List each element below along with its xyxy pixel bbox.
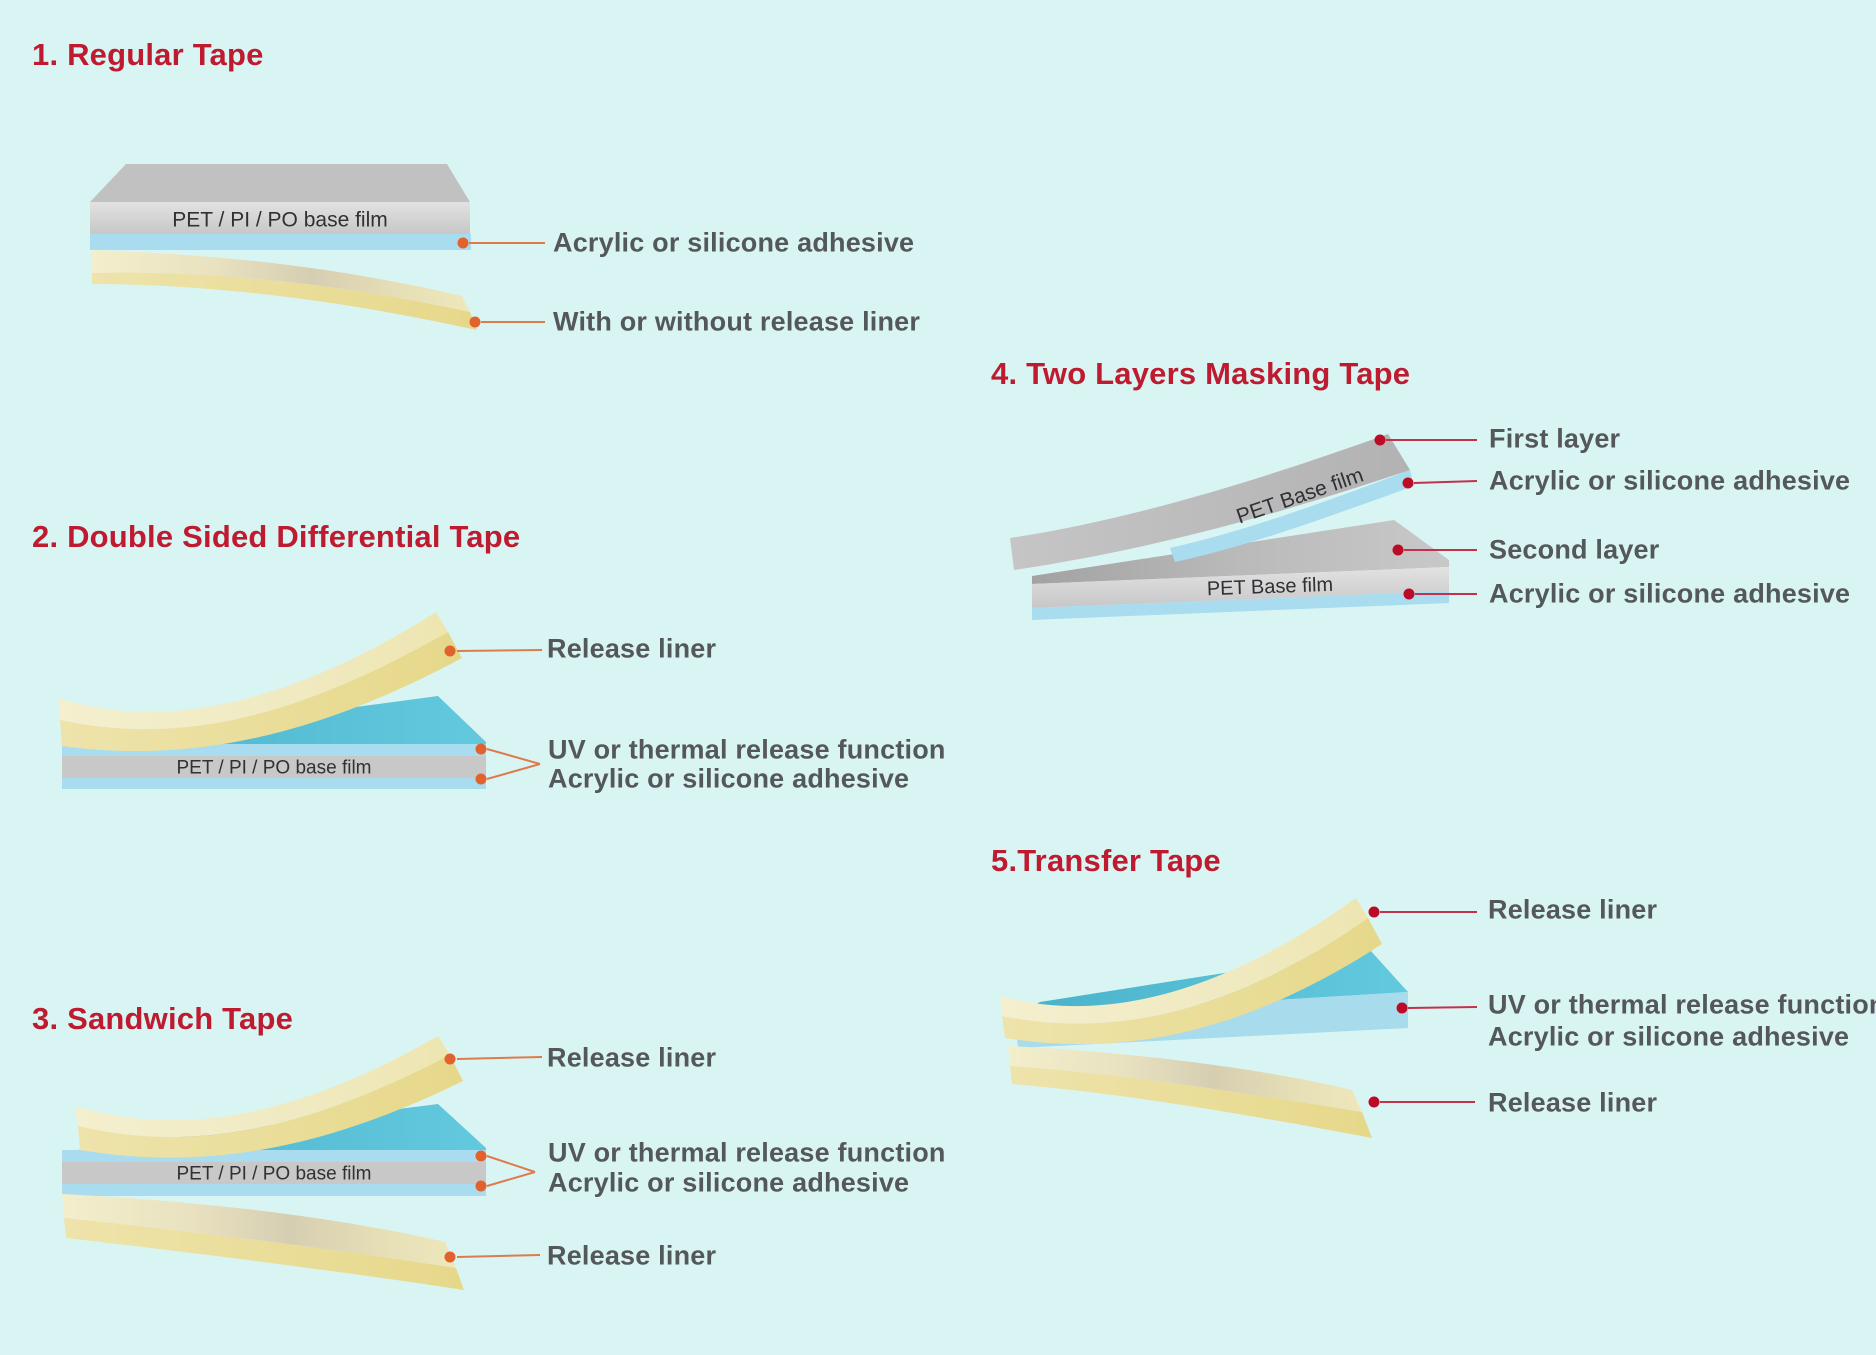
adhesive-strip [62, 778, 486, 789]
base-film-top-face [90, 164, 470, 202]
leader-dot [444, 645, 456, 657]
callout-first-layer: First layer [1489, 423, 1621, 454]
base-film-strip [62, 756, 486, 778]
second-layer-top-face [1032, 520, 1449, 584]
leader-line [486, 1171, 536, 1187]
bottom-release-liner-edge [1010, 1066, 1372, 1138]
diagram-transfer-tape [1000, 898, 1478, 1138]
callout-release-liner: Release liner [1488, 894, 1658, 925]
base-film-front-face [90, 202, 470, 234]
base-film-label: PET / PI / PO base film [177, 1164, 372, 1185]
callout-release-liner: Release liner [547, 1240, 717, 1271]
bottom-release-liner-surface [1008, 1046, 1362, 1112]
second-layer-adhesive [1032, 591, 1449, 620]
leader-dot [475, 743, 487, 755]
leader-dot [469, 316, 481, 328]
second-base-film-label: PET Base film [1206, 574, 1333, 600]
leader-line [1413, 480, 1478, 484]
base-film-strip [62, 1162, 486, 1184]
top-release-liner-edge [1002, 918, 1382, 1045]
leader-dot [1368, 906, 1380, 918]
leader-line [486, 748, 541, 765]
callout-adhesive: Acrylic or silicone adhesive [553, 227, 915, 258]
first-layer-film [1010, 434, 1410, 570]
second-layer-front-face [1032, 567, 1449, 608]
leader-dot [457, 237, 469, 249]
leader-dot [1402, 477, 1414, 489]
callout-adhesive: Acrylic or silicone adhesive [1489, 578, 1851, 609]
callout-release-liner: Release liner [1488, 1087, 1658, 1118]
callout-adhesive: Acrylic or silicone adhesive [548, 1167, 910, 1198]
callout-adhesive: Acrylic or silicone adhesive [1488, 1021, 1850, 1052]
callout-adhesive: Acrylic or silicone adhesive [548, 763, 910, 794]
section-1-title: 1. Regular Tape [32, 37, 264, 72]
leader-dot [444, 1053, 456, 1065]
leader-dot [444, 1251, 456, 1263]
diagram-double-sided-differential-tape: PET / PI / PO base film [58, 612, 543, 789]
callout-second-layer: Second layer [1489, 534, 1660, 565]
section-3-title: 3. Sandwich Tape [32, 1001, 294, 1036]
section-5-title: 5.Transfer Tape [991, 843, 1221, 878]
leader-dot [1403, 588, 1415, 600]
leader-line [456, 649, 543, 652]
release-liner-edge [92, 272, 477, 330]
adhesive-layer [90, 234, 471, 250]
section-4-title: 4. Two Layers Masking Tape [991, 356, 1411, 391]
top-release-liner-surface [75, 1036, 450, 1137]
leader-line [456, 1056, 543, 1060]
leader-line [486, 1155, 536, 1173]
base-film-label: PET / PI / PO base film [177, 758, 372, 779]
section-2-title: 2. Double Sided Differential Tape [32, 519, 521, 554]
top-release-liner-surface [1000, 898, 1368, 1024]
leader-dot [475, 1150, 487, 1162]
leader-line [1407, 1006, 1478, 1009]
callout-uv-release: UV or thermal release function [548, 734, 946, 765]
leader-dot [475, 773, 487, 785]
callout-uv-release: UV or thermal release function [548, 1137, 946, 1168]
callout-release-liner: Release liner [547, 633, 717, 664]
diagram-regular-tape: PET / PI / PO base film [90, 164, 545, 330]
bottom-release-liner-surface [62, 1194, 456, 1268]
adhesive-strip [62, 1184, 486, 1196]
callout-release-liner: Release liner [547, 1042, 717, 1073]
release-liner-edge [60, 632, 462, 752]
diagram-sandwich-tape: PET / PI / PO base film [62, 1036, 543, 1290]
base-film-label: PET / PI / PO base film [172, 209, 388, 232]
leader-dot [1396, 1002, 1408, 1014]
release-liner-top-surface [58, 612, 448, 730]
callout-adhesive: Acrylic or silicone adhesive [1489, 465, 1851, 496]
release-liner-top-surface [92, 250, 470, 312]
leader-dot [475, 1180, 487, 1192]
diagram-two-layers-masking-tape: PET Base film PET Base film [1010, 434, 1478, 620]
leader-dot [1392, 544, 1404, 556]
leader-dot [1368, 1096, 1380, 1108]
callout-uv-release: UV or thermal release function [1488, 989, 1876, 1020]
top-release-liner-edge [78, 1055, 463, 1158]
leader-line [486, 763, 541, 780]
first-layer-adhesive [1170, 470, 1414, 562]
leader-line [456, 1254, 541, 1258]
bottom-release-liner-edge [64, 1218, 464, 1290]
callout-release-liner: With or without release liner [553, 306, 921, 337]
leader-dot [1374, 434, 1386, 446]
